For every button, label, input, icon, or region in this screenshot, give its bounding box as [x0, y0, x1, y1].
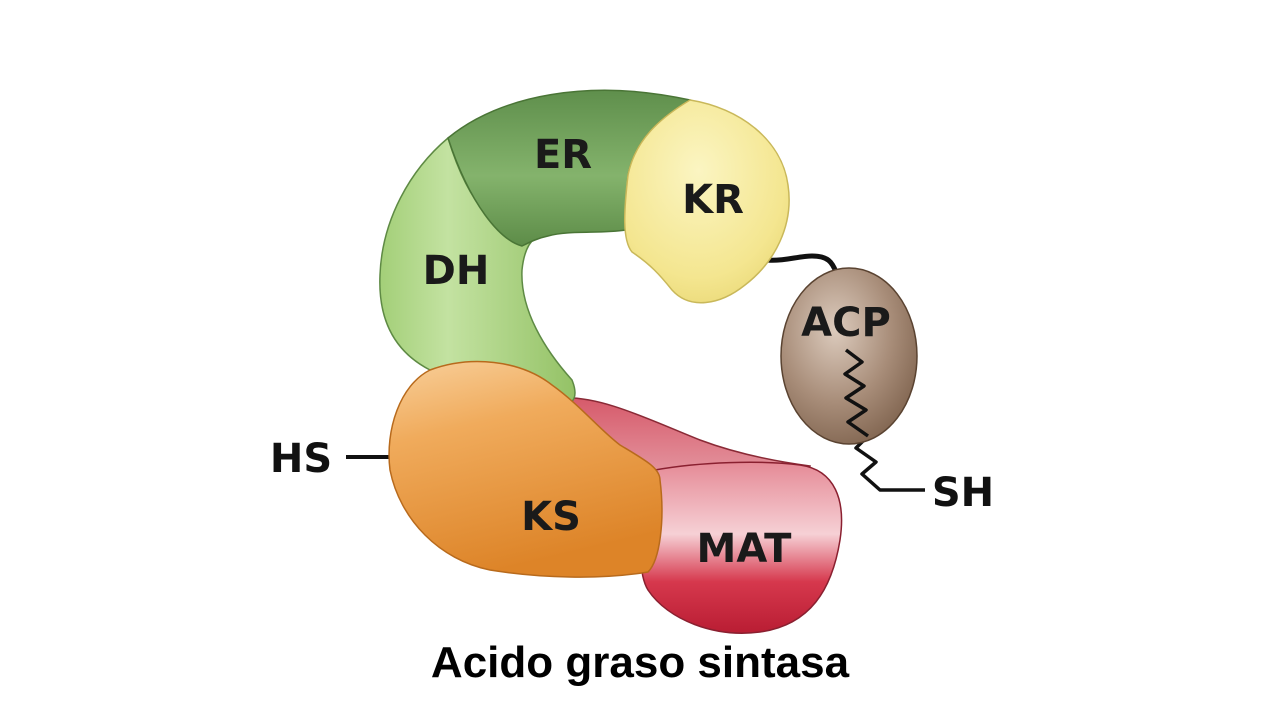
acp-zigzag-arm	[843, 348, 870, 438]
acp-domain-shape	[780, 267, 918, 445]
mat-domain-label: MAT	[697, 526, 793, 572]
kr-domain-label: KR	[682, 177, 744, 223]
diagram-caption: Acido graso sintasa	[430, 638, 850, 687]
ks-domain-shape	[388, 360, 663, 578]
sh-group-label: SH	[932, 470, 994, 516]
dh-domain-label: DH	[423, 248, 490, 294]
mat-domain-shape	[640, 461, 843, 634]
acp-domain-label: ACP	[801, 300, 891, 346]
ks-domain-label: KS	[521, 494, 581, 540]
er-domain-label: ER	[534, 132, 592, 178]
kr-domain-shape	[623, 99, 790, 304]
hs-group-label: HS	[270, 436, 332, 482]
